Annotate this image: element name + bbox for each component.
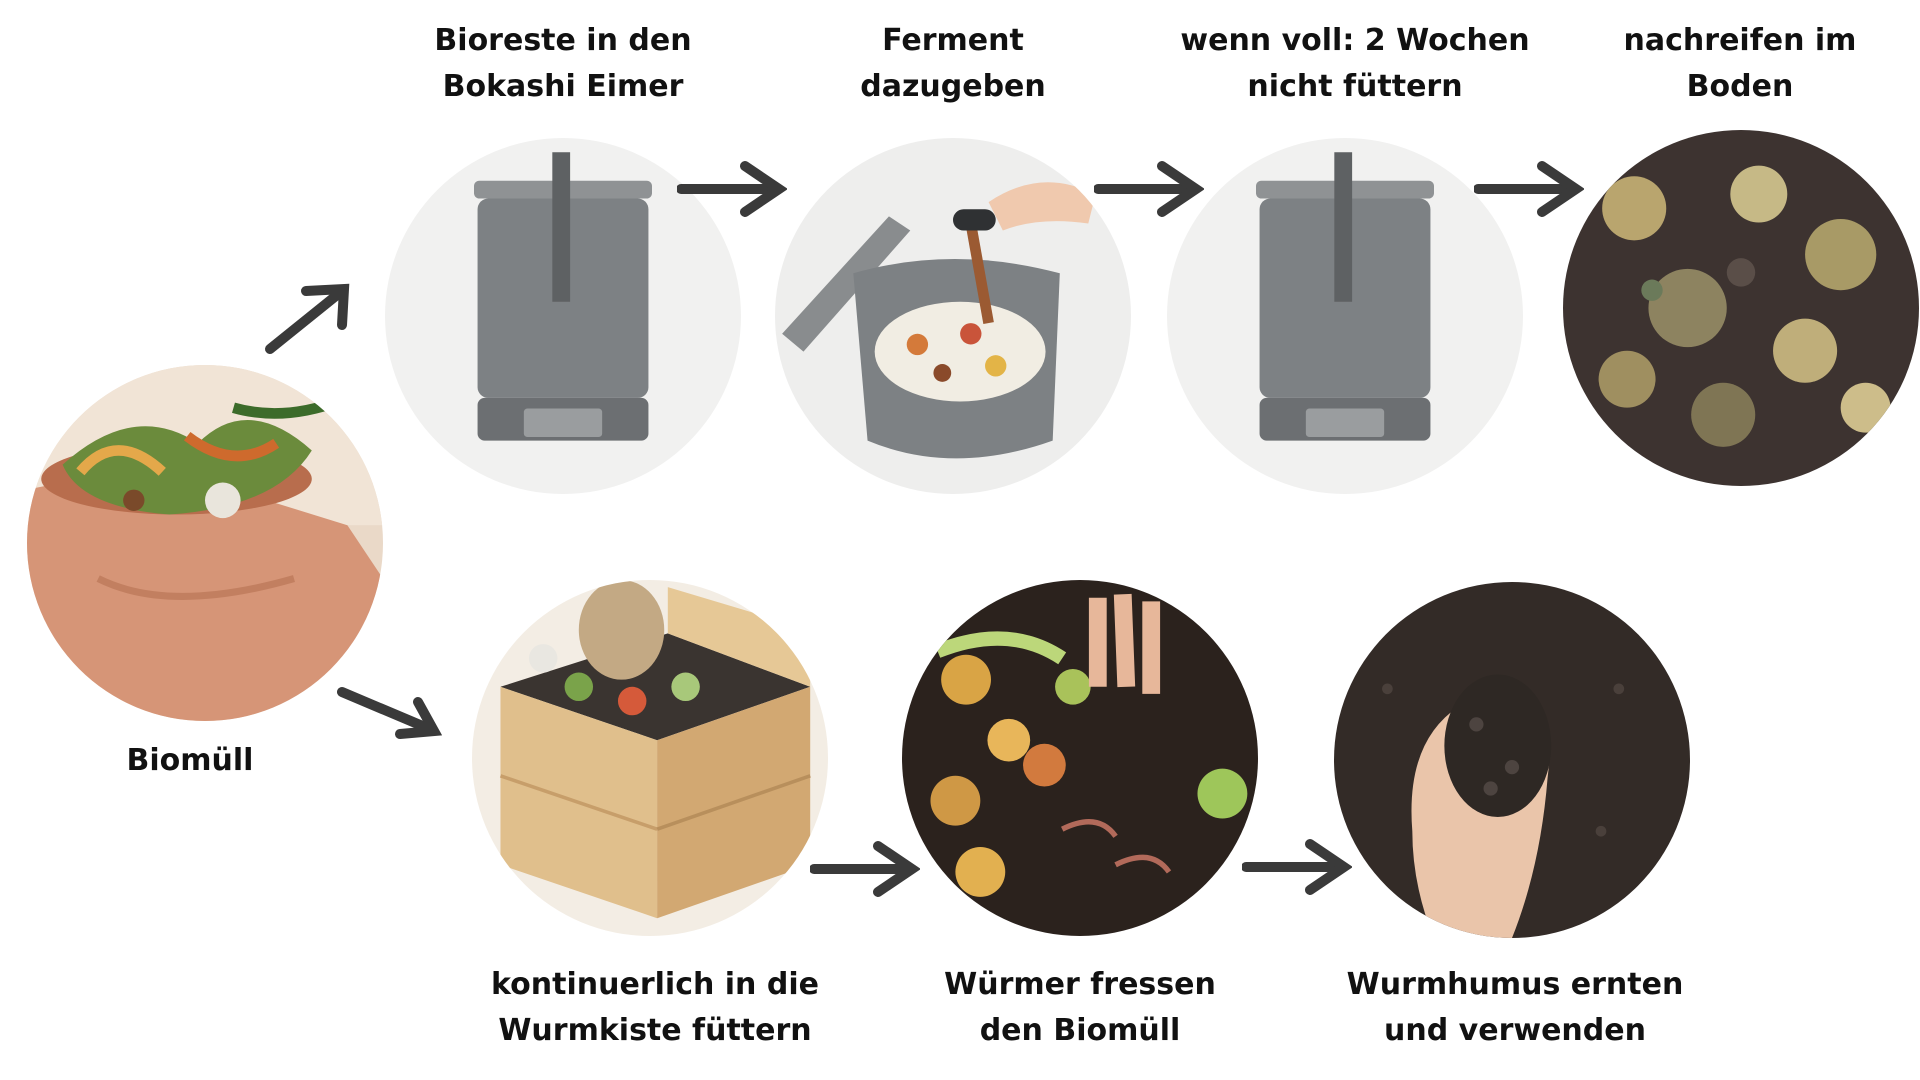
label-line: und verwenden [1384,1013,1646,1048]
arrow-biomuell-to-bokashi [262,279,358,357]
arrow-biomuell-to-wormbox [336,684,442,742]
label-biomuell: Biomüll [60,738,320,784]
image-biomuell [27,365,383,721]
arrow-wait-to-ripen [1474,160,1584,218]
label-line: wenn voll: 2 Wochen [1180,23,1530,58]
image-worms-eating [902,580,1258,936]
label-line: Würmer fressen [944,967,1216,1002]
label-line: kontinuerlich in die [491,967,819,1002]
label-line: nachreifen im [1623,23,1857,58]
arrow-worms-to-harvest [1242,838,1352,896]
image-soil-ripening [1563,130,1919,486]
label-line: Ferment [882,23,1024,58]
label-line: Bokashi Eimer [442,69,684,104]
label-line: dazugeben [860,69,1046,104]
label-wormbox: kontinuerlich in die Wurmkiste füttern [480,962,830,1054]
label-ripen: nachreifen im Boden [1580,18,1900,110]
arrow-bokashi-to-ferment [677,160,787,218]
image-ferment [775,138,1131,494]
label-line: nicht füttern [1247,69,1463,104]
label-line: Wurmhumus ernten [1346,967,1684,1002]
arrow-wormbox-to-worms [810,840,920,898]
image-wormbox [472,580,828,936]
label-harvest: Wurmhumus ernten und verwenden [1340,962,1690,1054]
label-line: Wurmkiste füttern [498,1013,812,1048]
image-wormhumus [1334,582,1690,938]
image-bokashi-bucket-wait [1167,138,1523,494]
label-line: Boden [1686,69,1794,104]
label-line: Bioreste in den [434,23,692,58]
image-bokashi-bucket [385,138,741,494]
label-line: den Biomüll [979,1013,1181,1048]
label-ferment: Ferment dazugeben [803,18,1103,110]
label-worms-eat: Würmer fressen den Biomüll [920,962,1240,1054]
label-bokashi-fill: Bioreste in den Bokashi Eimer [413,18,713,110]
label-line: Biomüll [126,743,254,778]
label-wait: wenn voll: 2 Wochen nicht füttern [1160,18,1550,110]
arrow-ferment-to-wait [1094,160,1204,218]
